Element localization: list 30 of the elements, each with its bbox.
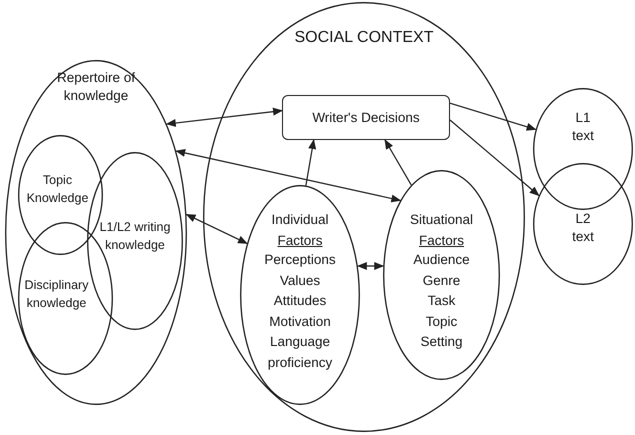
node-label: L2 text — [571, 210, 595, 246]
arrow — [450, 102, 537, 131]
node-label: L1 text — [571, 109, 595, 145]
factors-heading: Factors — [276, 232, 324, 250]
node-label: Individual — [270, 211, 330, 229]
arrow — [186, 214, 248, 244]
arrow — [450, 120, 540, 196]
factors-heading: Factors — [418, 232, 465, 250]
arrow — [166, 108, 283, 127]
factor-list: Audience Genre Task Topic Setting — [392, 250, 492, 352]
node-label: Repertoire of knowledge — [56, 69, 136, 105]
ellipse-node — [383, 170, 500, 380]
factor-list: Perceptions Values Attitudes Motivation Language proficiency — [250, 250, 350, 373]
context-title: SOCIAL CONTEXT — [294, 29, 434, 47]
ellipse-node — [240, 185, 360, 405]
arrow — [175, 149, 402, 202]
arrow — [384, 139, 412, 186]
node-label: Writer's Decisions — [311, 109, 421, 127]
ellipse-node — [533, 163, 633, 285]
node-label: Topic Knowledge — [26, 172, 90, 207]
node-label: L1/L2 writing knowledge — [98, 219, 172, 254]
arrow — [305, 139, 316, 186]
ellipse-node — [533, 88, 633, 210]
ellipse-node — [5, 60, 187, 405]
node-label: Disciplinary knowledge — [24, 277, 90, 312]
node-label: Situational — [408, 211, 474, 229]
decision-box — [282, 95, 450, 140]
ellipse-node — [203, 2, 525, 432]
ellipse-node — [87, 152, 183, 330]
arrow — [356, 262, 384, 270]
